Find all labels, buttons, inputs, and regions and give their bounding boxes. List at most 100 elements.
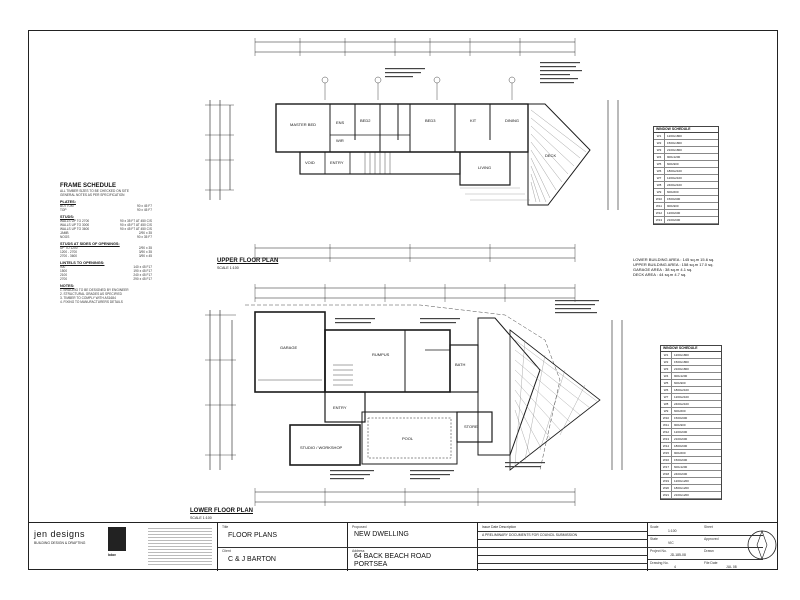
legend-description: 900x900 [667, 204, 679, 208]
title-caption: Title [222, 525, 229, 529]
client-name: C & J BARTON [228, 556, 276, 563]
schedule-row-label: 2700 - 3600 [60, 254, 78, 258]
lower-legend-heading: WINDOW SCHEDULE [661, 346, 721, 352]
schedule-row-value: 140 x 45 F17 [133, 265, 152, 269]
schedule-row-label: JAMB [60, 231, 69, 235]
legend-description: 1500x900 [674, 416, 688, 420]
schedule-row-label: 1. BRACING TO BE DESIGNED BY ENGINEER [60, 288, 129, 292]
upper-plan-scale: SCALE 1:100 [217, 266, 239, 270]
schedule-section-title: STUDS AT SIDES OF OPENINGS: [60, 242, 120, 246]
schedule-section-title: LINTELS TO OPENINGS: [60, 261, 105, 265]
legend-description: 900x900 [674, 423, 686, 427]
area-lower: LOWER BUILDING AREA : 145 sq.m 15.6 sq. [633, 257, 715, 262]
legend-description: 1500x900 [667, 197, 681, 201]
schedule-row-value: 90 x 35 F7 [136, 235, 152, 239]
upper-legend-heading: WINDOW SCHEDULE [654, 127, 718, 133]
schedule-row-label: UP TO 1200 [60, 246, 78, 250]
legend-code: W17 [661, 464, 672, 470]
legend-code: W3 [661, 366, 672, 372]
legend-description: 600x1200 [674, 465, 688, 469]
legend-code: W9 [661, 408, 672, 414]
revision-row: A PRELIMINARY DOCUMENTS FOR COUNCIL SUBM… [482, 533, 578, 537]
upper-plan-title: UPPER FLOOR PLAN [217, 258, 279, 264]
legend-code: W2 [654, 140, 665, 146]
schedule-row: 1500 190 x 45 F17 [60, 269, 152, 273]
address-caption: Address [352, 549, 365, 553]
info-cell: Scale 1:100 Sheet State VIC Approved Pro… [648, 523, 763, 571]
address-line1: 64 BACK BEACH ROAD [354, 553, 432, 560]
drawing-no-caption: Drawing No. [650, 561, 669, 565]
lower-plan-title: LOWER FLOOR PLAN [190, 508, 253, 514]
legend-code: W16 [661, 457, 672, 463]
room-entry-lower: ENTRY [333, 405, 347, 410]
state-caption: State [650, 537, 658, 541]
legend-description: 600x900 [667, 162, 679, 166]
legend-code: W6 [661, 387, 672, 393]
legend-description: 1200x1800 [674, 353, 689, 357]
sheet-caption: Sheet [704, 525, 713, 529]
room-wir: WIR [336, 138, 344, 143]
legend-code: W12 [654, 210, 665, 216]
legend-code: W21 [661, 492, 672, 498]
project-cell: Proposed NEW DWELLING Address 64 BACK BE… [348, 523, 478, 571]
client-caption: Client [222, 549, 231, 553]
legend-description: 1500x1800 [674, 360, 689, 364]
schedule-section-title: PLATES: [60, 200, 76, 204]
project-name: NEW DWELLING [354, 531, 409, 538]
legend-description: 1200x2100 [674, 395, 689, 399]
frame-schedule-note: ALL TIMBER SIZES TO BE CHECKED ON SITE [60, 189, 129, 193]
legend-description: 600x900 [674, 381, 686, 385]
project-caption: Proposed [352, 525, 367, 529]
legend-description: 1800x2100 [667, 169, 682, 173]
room-rumpus: RUMPUS [372, 352, 390, 357]
legend-code: W5 [654, 161, 665, 167]
schedule-row-value: 240 x 45 F17 [133, 273, 152, 277]
schedule-row: 3. TIMBER TO COMPLY WITH AS1684 [60, 296, 152, 300]
room-master-bed: MASTER BED [290, 122, 317, 127]
schedule-row-value: 90 x 45 F7 AT 450 C/S [120, 227, 152, 231]
legend-code: W19 [661, 478, 672, 484]
legend-code: W2 [661, 359, 672, 365]
room-deck: DECK [545, 153, 557, 158]
room-bed3: BED3 [425, 118, 436, 123]
legend-code: W13 [654, 217, 665, 223]
schedule-row-value: 190 x 45 F17 [133, 269, 152, 273]
schedule-row-label: 1500 [60, 269, 68, 273]
room-store: STORE [464, 424, 478, 429]
bdav-logo-icon [108, 527, 126, 551]
disclaimer-text-block [148, 527, 212, 565]
frame-schedule: FRAME SCHEDULE ALL TIMBER SIZES TO BE CH… [60, 183, 152, 304]
area-upper: UPPER BUILDING AREA : 158 sq.m 17.0 sq. [633, 262, 714, 267]
legend-description: 2100x1800 [667, 148, 682, 152]
legend-code: W18 [661, 471, 672, 477]
schedule-row-label: 1200 - 2700 [60, 250, 78, 254]
legend-code: W10 [661, 415, 672, 421]
